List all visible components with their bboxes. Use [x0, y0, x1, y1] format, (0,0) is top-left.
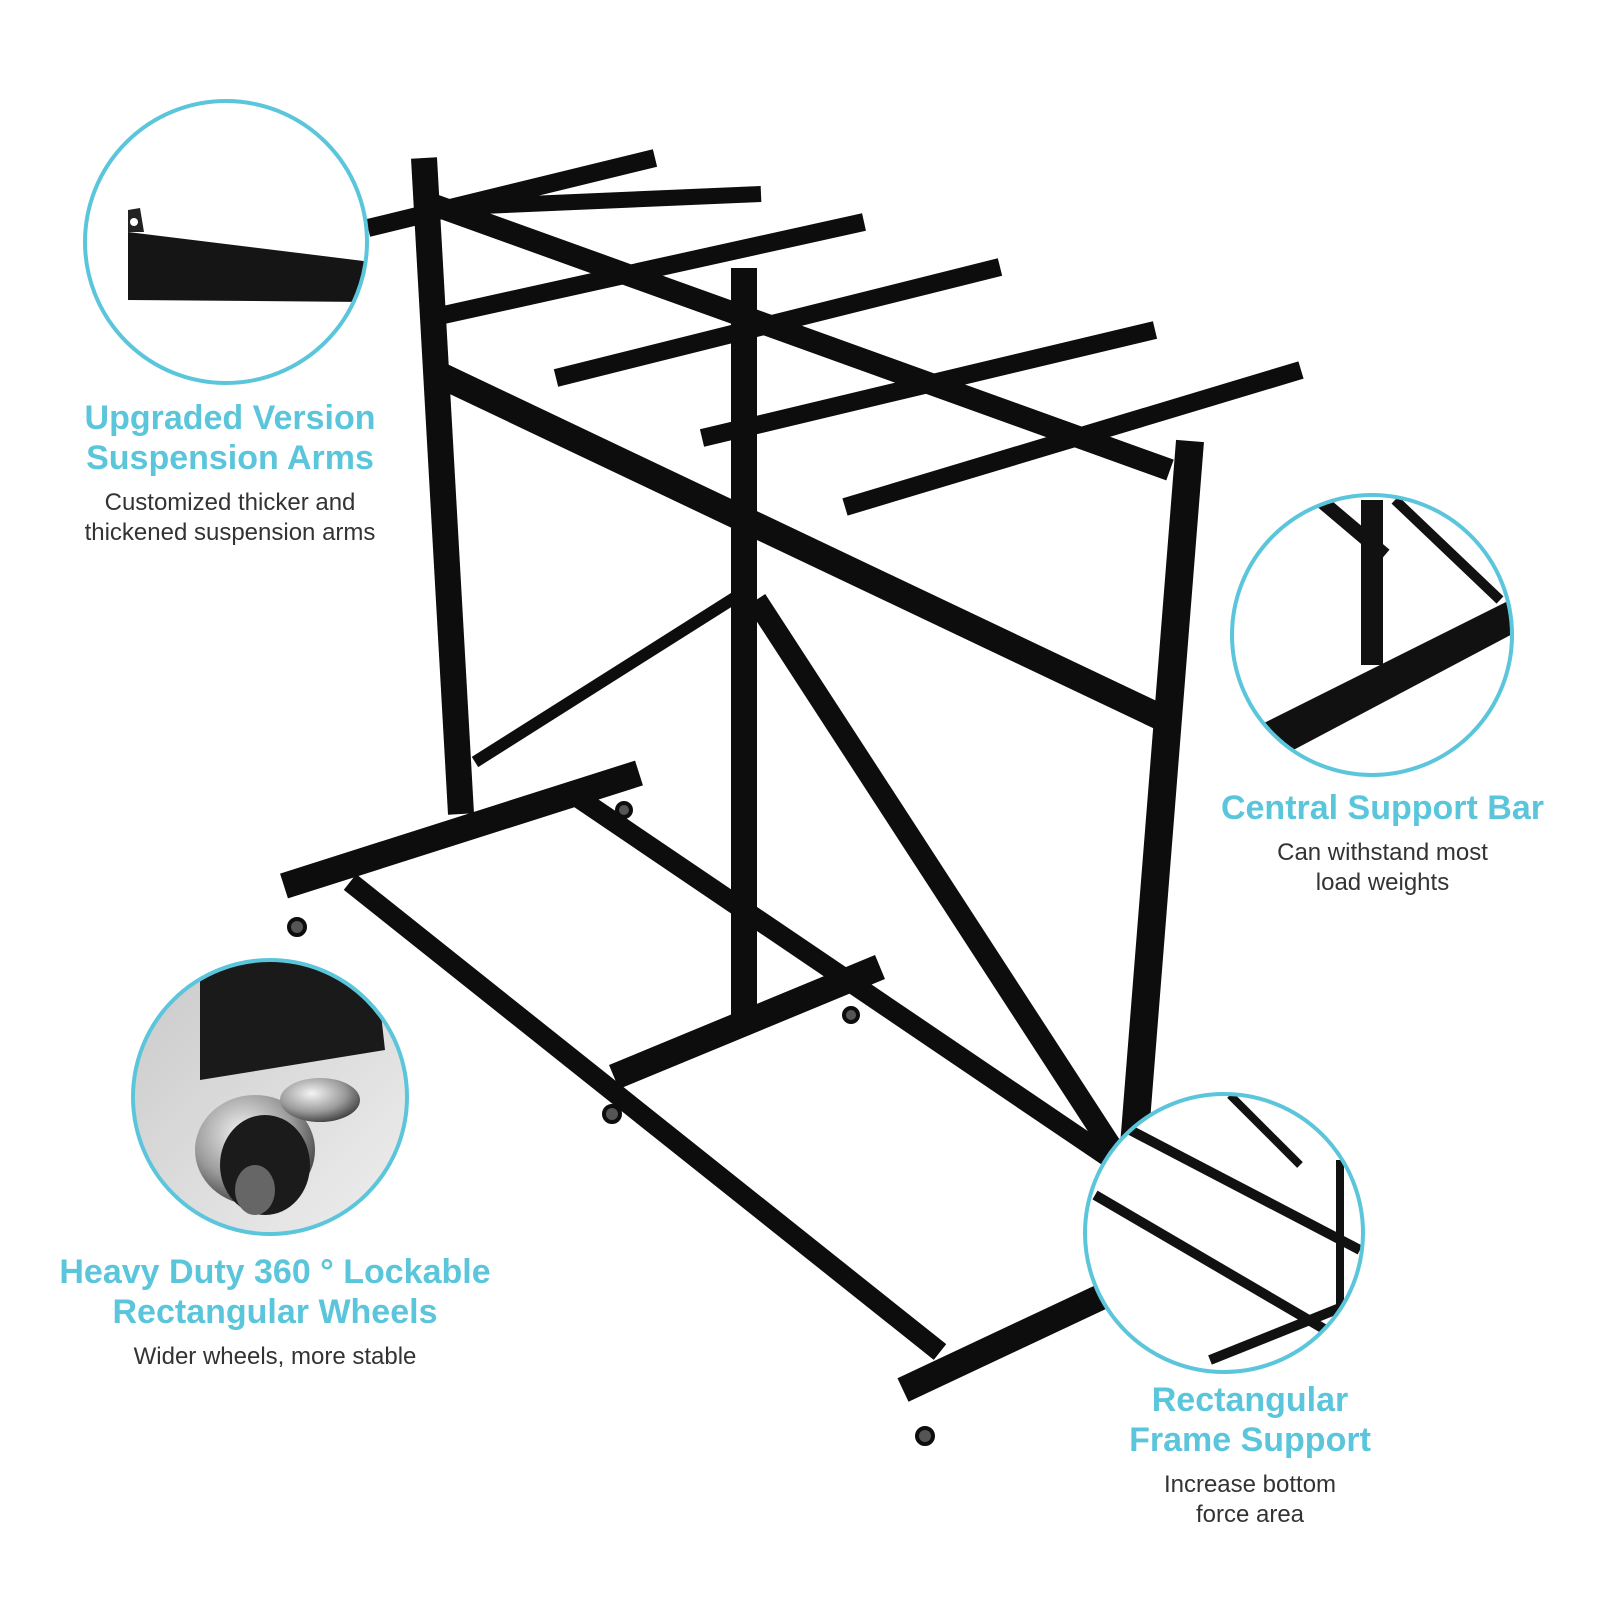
callout-description: Increase bottom force area	[1085, 1470, 1415, 1530]
callout-title: Rectangular Frame Support	[1085, 1380, 1415, 1460]
callout-central-support-bar: Central Support Bar Can withstand most l…	[1195, 788, 1570, 898]
desc-line: Can withstand most	[1277, 839, 1488, 866]
desc-line: Wider wheels, more stable	[133, 1343, 417, 1370]
desc-line: load weights	[1315, 869, 1450, 896]
title-line: Rectangular Wheels	[112, 1293, 438, 1331]
desc-line: force area	[1195, 1501, 1305, 1528]
zoom-circle-wheels	[131, 958, 409, 1236]
zoom-circle-frame	[1083, 1092, 1365, 1374]
desc-line: Increase bottom	[1163, 1471, 1337, 1498]
callout-frame-support: Rectangular Frame Support Increase botto…	[1085, 1380, 1415, 1530]
callout-title: Heavy Duty 360 ° Lockable Rectangular Wh…	[20, 1252, 530, 1332]
title-line: Frame Support	[1129, 1421, 1371, 1459]
callout-description: Customized thicker and thickened suspens…	[20, 488, 440, 548]
garment-rack	[280, 149, 1304, 1446]
callout-description: Can withstand most load weights	[1195, 838, 1570, 898]
zoom-circle-support-bar	[1230, 493, 1514, 777]
title-line: Heavy Duty 360 ° Lockable	[59, 1253, 491, 1291]
callout-description: Wider wheels, more stable	[20, 1342, 530, 1372]
title-line: Upgraded Version	[84, 399, 376, 437]
callout-title: Upgraded Version Suspension Arms	[20, 398, 440, 478]
desc-line: Customized thicker and	[104, 489, 356, 516]
title-line: Suspension Arms	[86, 439, 374, 477]
callout-title: Central Support Bar	[1195, 788, 1570, 828]
title-line: Central Support Bar	[1220, 789, 1545, 827]
callout-suspension-arms: Upgraded Version Suspension Arms Customi…	[20, 398, 440, 548]
callout-wheels: Heavy Duty 360 ° Lockable Rectangular Wh…	[20, 1252, 530, 1372]
zoom-circle-arms	[83, 99, 369, 385]
title-line: Rectangular	[1151, 1381, 1349, 1419]
desc-line: thickened suspension arms	[84, 519, 376, 546]
